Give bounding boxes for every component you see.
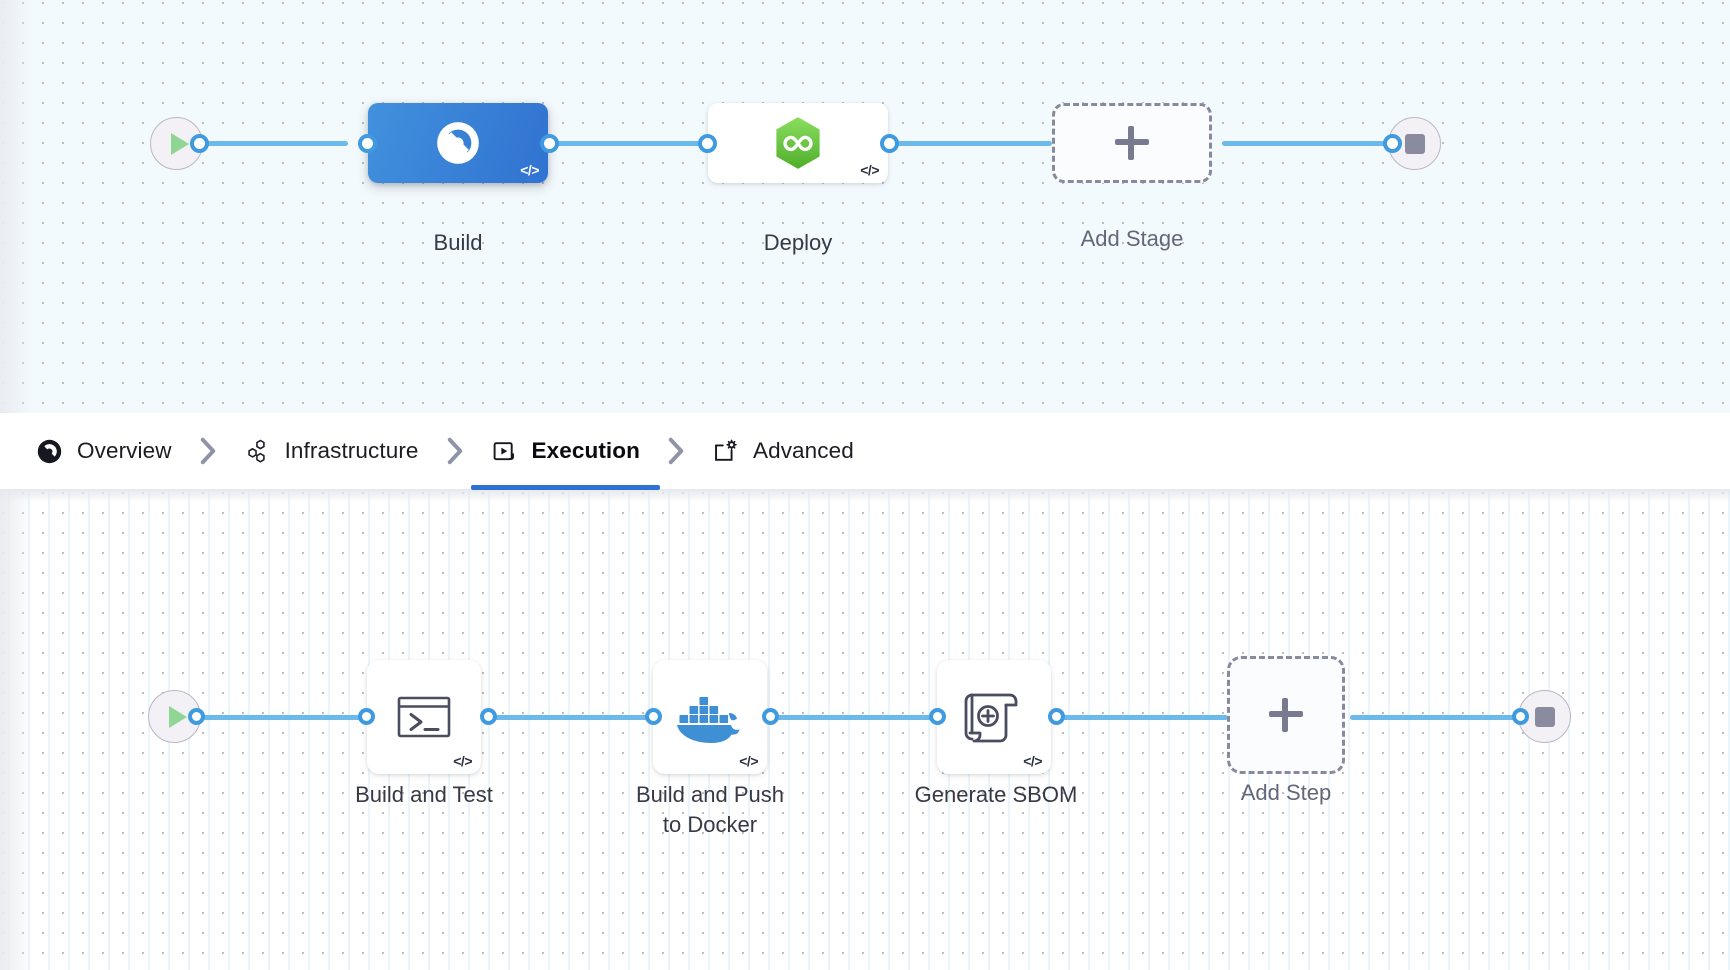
step-pipe-start-to-1 xyxy=(190,715,370,720)
tab-infrastructure-label: Infrastructure xyxy=(284,438,419,463)
code-badge-icon: </> xyxy=(453,753,472,769)
harness-overview-icon xyxy=(36,438,63,465)
tab-advanced[interactable]: Advanced xyxy=(710,413,856,490)
add-stage-button[interactable] xyxy=(1052,103,1212,183)
code-badge-icon: </> xyxy=(520,162,539,178)
step-node-generate-sbom[interactable]: </> xyxy=(937,660,1051,774)
step-port-1-out[interactable] xyxy=(480,708,497,725)
scroll-plus-icon xyxy=(962,687,1026,747)
stage-node-deploy[interactable]: </> xyxy=(708,103,888,183)
stage-pipe-deploy-to-add xyxy=(880,141,1052,146)
stage-pipe-add-to-end xyxy=(1222,141,1392,146)
code-badge-icon: </> xyxy=(860,162,879,178)
play-icon xyxy=(168,705,187,728)
stage-port-build-in[interactable] xyxy=(358,134,377,153)
tab-separator-1 xyxy=(174,436,242,466)
hexagon-cluster-icon xyxy=(244,438,271,465)
step-port-end-in[interactable] xyxy=(1512,708,1529,725)
code-badge-icon: </> xyxy=(1023,753,1042,769)
step-pipe-add-to-end xyxy=(1350,715,1520,720)
chevron-right-icon xyxy=(668,437,684,465)
harness-ci-icon xyxy=(433,118,483,168)
stop-icon xyxy=(1404,133,1425,154)
add-stage-label: Add Stage xyxy=(1080,226,1184,251)
code-badge-icon: </> xyxy=(739,753,758,769)
step-label-generate-sbom: Generate SBOM xyxy=(914,782,1078,807)
step-node-build-and-push-to-docker[interactable]: </> xyxy=(653,660,767,774)
stage-port-build-out[interactable] xyxy=(540,134,559,153)
stage-graph-canvas[interactable]: </> Build </> xyxy=(0,0,1730,413)
add-step-label: Add Step xyxy=(1240,780,1332,805)
tab-separator-2 xyxy=(421,436,489,466)
stage-port-deploy-in[interactable] xyxy=(698,134,717,153)
harness-cd-hexagon-icon xyxy=(774,116,822,170)
chevron-right-icon xyxy=(200,437,215,465)
stage-config-tabs: Overview Infrastructure xyxy=(0,413,1730,490)
tab-execution[interactable]: Execution xyxy=(470,413,661,490)
tab-infrastructure[interactable]: Infrastructure xyxy=(242,413,421,490)
tab-overview-label: Overview xyxy=(77,438,172,463)
stage-pipe-build-to-deploy xyxy=(540,141,708,146)
card-gear-icon xyxy=(712,438,739,465)
stage-port-deploy-out[interactable] xyxy=(880,134,899,153)
step-port-1-in[interactable] xyxy=(358,708,375,725)
execution-end-node[interactable] xyxy=(1518,690,1571,743)
stage-port-start-out[interactable] xyxy=(190,134,209,153)
step-port-3-in[interactable] xyxy=(929,708,946,725)
tab-advanced-label: Advanced xyxy=(752,438,854,463)
step-port-start-out[interactable] xyxy=(188,708,205,725)
step-port-2-in[interactable] xyxy=(645,708,662,725)
stage-label-deploy: Deploy xyxy=(763,230,833,255)
stage-label-build: Build xyxy=(433,230,483,255)
add-step-button[interactable] xyxy=(1227,656,1345,774)
stage-port-end-in[interactable] xyxy=(1383,134,1402,153)
plus-icon xyxy=(1115,126,1149,160)
step-pipe-2-to-3 xyxy=(762,715,934,720)
chevron-right-icon xyxy=(447,437,462,465)
step-port-3-out[interactable] xyxy=(1048,708,1065,725)
step-pipe-3-to-add xyxy=(1048,715,1228,720)
docker-whale-icon xyxy=(675,689,745,745)
tab-overview[interactable]: Overview xyxy=(34,413,174,490)
pipeline-end-node[interactable] xyxy=(1388,117,1441,170)
tab-execution-label: Execution xyxy=(531,438,640,463)
stage-pipe-start-to-build xyxy=(190,141,348,146)
step-label-build-and-push-to-docker: Build and Push to Docker xyxy=(636,782,784,837)
execution-graph-canvas[interactable]: </> Build and Test xyxy=(0,490,1730,970)
step-port-2-out[interactable] xyxy=(762,708,779,725)
stop-icon xyxy=(1534,706,1555,727)
stage-node-build[interactable]: </> xyxy=(368,103,548,183)
step-pipe-1-to-2 xyxy=(480,715,652,720)
play-icon xyxy=(170,132,189,155)
plus-icon xyxy=(1269,698,1303,732)
step-label-build-and-test: Build and Test xyxy=(355,782,493,807)
step-node-build-and-test[interactable]: </> xyxy=(367,660,481,774)
play-box-icon xyxy=(491,438,518,465)
terminal-icon xyxy=(395,690,453,744)
tab-separator-3 xyxy=(642,436,710,466)
